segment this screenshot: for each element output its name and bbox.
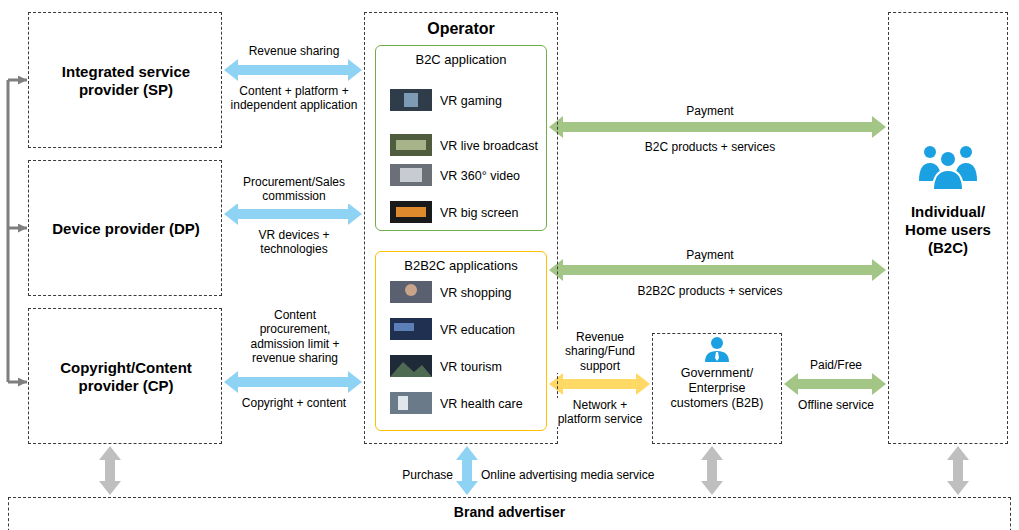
flow-arrow (798, 379, 872, 389)
node-title: Integrated service provider (SP) (39, 63, 213, 99)
item-label: VR shopping (440, 286, 542, 301)
person-icon (705, 351, 729, 362)
thumbnail-image (390, 318, 432, 340)
edge-label: Revenue sharing/Fund support (556, 330, 644, 373)
item-label: VR education (440, 323, 542, 338)
node-title: Government/ Enterprise customers (B2B) (658, 366, 776, 411)
node-title: Device provider (DP) (39, 220, 213, 238)
flow-label: Network + platform service (556, 398, 644, 427)
user-box: Individual/ Home users (B2C) (888, 12, 1008, 444)
edge-label: Payment (640, 104, 780, 118)
provider-box: Device provider (DP) (28, 160, 222, 296)
thumbnail-image (390, 164, 432, 186)
customer-box: Government/ Enterprise customers (B2B) (652, 333, 782, 444)
node-title: Individual/ Home users (B2C) (893, 203, 1003, 257)
bracket-line (7, 80, 10, 382)
flow-arrow (238, 65, 348, 75)
item-label: VR 360° video (440, 169, 542, 184)
edge-label: Content procurement, admission limit + r… (238, 308, 352, 366)
item-label: VR live broadcast (440, 139, 542, 154)
node-title: B2C application (380, 52, 542, 68)
flow-arrow (238, 377, 348, 387)
flow-label: Online advertising media service (481, 468, 691, 482)
flow-label: Content + platform + independent applica… (225, 84, 363, 113)
person-icon (715, 352, 719, 361)
user-icon (940, 151, 956, 167)
edge-label: Paid/Free (786, 358, 886, 372)
operator-box: OperatorB2C application VR gaming VR live … (364, 12, 558, 444)
application-group: B2B2C applications VR shopping VR educatio… (375, 251, 547, 431)
flow-label: B2C products + services (640, 140, 780, 154)
thumbnail-image (390, 89, 432, 111)
thumbnail-image (405, 284, 417, 296)
node-title: Operator (365, 19, 557, 38)
item-label: VR health care (440, 397, 542, 412)
flow-arrow (563, 265, 872, 275)
user-icon (960, 146, 972, 158)
thumbnail-image (394, 323, 414, 331)
user-icon (933, 170, 963, 190)
node-title: Copyright/Content provider (CP) (39, 359, 213, 395)
thumbnail-image (390, 355, 432, 377)
edge-label: Payment (640, 248, 780, 262)
bracket-arrow (8, 79, 27, 82)
flow-arrow (563, 379, 636, 389)
flow-arrow (563, 122, 872, 132)
flow-arrow (105, 460, 115, 481)
flow-label: VR devices + technologies (225, 228, 363, 257)
flow-label: B2B2C products + services (630, 284, 790, 298)
bracket-arrow (8, 227, 27, 230)
user-icon (924, 146, 936, 158)
advertiser-band: Brand advertiser (8, 497, 1011, 530)
flow-arrow (953, 460, 963, 481)
thumbnail-image (390, 134, 432, 156)
provider-box: Copyright/Content provider (CP) (28, 308, 222, 444)
item-label: VR big screen (440, 206, 542, 221)
thumbnail-image (398, 396, 408, 410)
node-title: Brand advertiser (9, 504, 1010, 521)
thumbnail-image (404, 93, 418, 107)
application-group: B2C application VR gaming VR live broadcas… (375, 45, 547, 231)
thumbnail-image (396, 207, 426, 217)
thumbnail-image (390, 281, 432, 303)
thumbnail-image (390, 362, 432, 377)
thumbnail-image (390, 392, 432, 414)
flow-label: Offline service (786, 398, 886, 412)
item-label: VR gaming (440, 94, 542, 109)
flow-arrow (238, 209, 348, 219)
flow-arrow (462, 460, 472, 481)
flow-arrow (707, 460, 717, 481)
person-icon (711, 337, 723, 349)
edge-label: Procurement/Sales commission (225, 175, 363, 204)
edge-label: Purchase (383, 468, 453, 482)
bracket-arrow (8, 381, 27, 384)
flow-label: Copyright + content (225, 396, 363, 410)
provider-box: Integrated service provider (SP) (28, 12, 222, 148)
thumbnail-image (396, 140, 426, 150)
item-label: VR tourism (440, 360, 542, 375)
edge-label: Revenue sharing (225, 44, 363, 58)
thumbnail-image (390, 201, 432, 223)
thumbnail-image (400, 168, 422, 182)
node-title: B2B2C applications (380, 258, 542, 274)
